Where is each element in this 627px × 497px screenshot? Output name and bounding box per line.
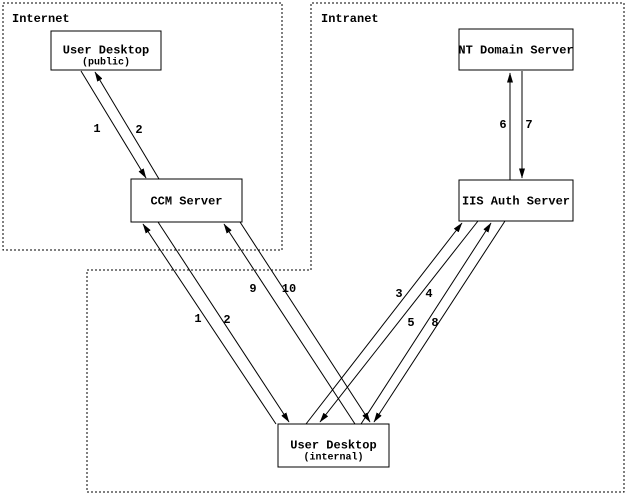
edge-4-label: 2 <box>223 313 230 327</box>
node-iis-auth-server-title: IIS Auth Server <box>462 195 570 209</box>
node-user-desktop-internal-subtitle: (internal) <box>303 452 363 464</box>
edge-4-arrow-ccm-server-to-user-desktop-internal <box>157 221 290 423</box>
zone-intranet-outline <box>86 2 625 493</box>
zone-internet-label: Internet <box>12 12 70 26</box>
node-nt-domain-server-title: NT Domain Server <box>458 44 573 58</box>
node-user-desktop-public-title: User Desktop <box>63 44 149 58</box>
node-ccm-server-box <box>130 178 243 223</box>
edge-6-arrow-ccm-server-to-user-desktop-internal <box>239 221 371 423</box>
edge-9-label: 5 <box>407 316 414 330</box>
edge-7-label: 3 <box>395 287 402 301</box>
edge-8-label: 4 <box>425 287 432 301</box>
edge-1-arrow-user-desktop-public-to-ccm-server <box>80 70 147 179</box>
edge-9-arrow-user-desktop-internal-to-iis-auth-server <box>360 222 492 425</box>
edge-10-label: 8 <box>431 316 438 330</box>
edge-5-label: 9 <box>249 282 256 296</box>
node-user-desktop-public-subtitle: (public) <box>82 57 130 69</box>
node-user-desktop-public-box <box>50 30 162 71</box>
edge-11-label: 6 <box>499 118 506 132</box>
edge-5-arrow-user-desktop-internal-to-ccm-server <box>223 223 356 425</box>
node-iis-auth-server-box <box>458 179 574 222</box>
edge-6-label: 10 <box>282 282 296 296</box>
zone-intranet-label: Intranet <box>321 12 379 26</box>
edge-8-arrow-iis-auth-server-to-user-desktop-internal <box>319 220 479 423</box>
node-nt-domain-server-box <box>458 28 574 71</box>
edge-1-label: 1 <box>93 122 100 136</box>
node-user-desktop-internal-box <box>277 423 390 468</box>
edge-3-label: 1 <box>194 312 201 326</box>
edge-12-label: 7 <box>525 118 532 132</box>
edge-7-arrow-user-desktop-internal-to-iis-auth-server <box>305 222 463 425</box>
edge-3-arrow-user-desktop-internal-to-ccm-server <box>142 223 277 425</box>
edge-2-arrow-ccm-server-to-user-desktop-public <box>94 71 160 180</box>
edge-2-label: 2 <box>135 123 142 137</box>
zone-internet-outline <box>2 2 283 251</box>
edge-10-arrow-iis-auth-server-to-user-desktop-internal <box>373 220 506 423</box>
node-ccm-server-title: CCM Server <box>150 195 222 209</box>
node-user-desktop-internal-title: User Desktop <box>290 439 376 453</box>
